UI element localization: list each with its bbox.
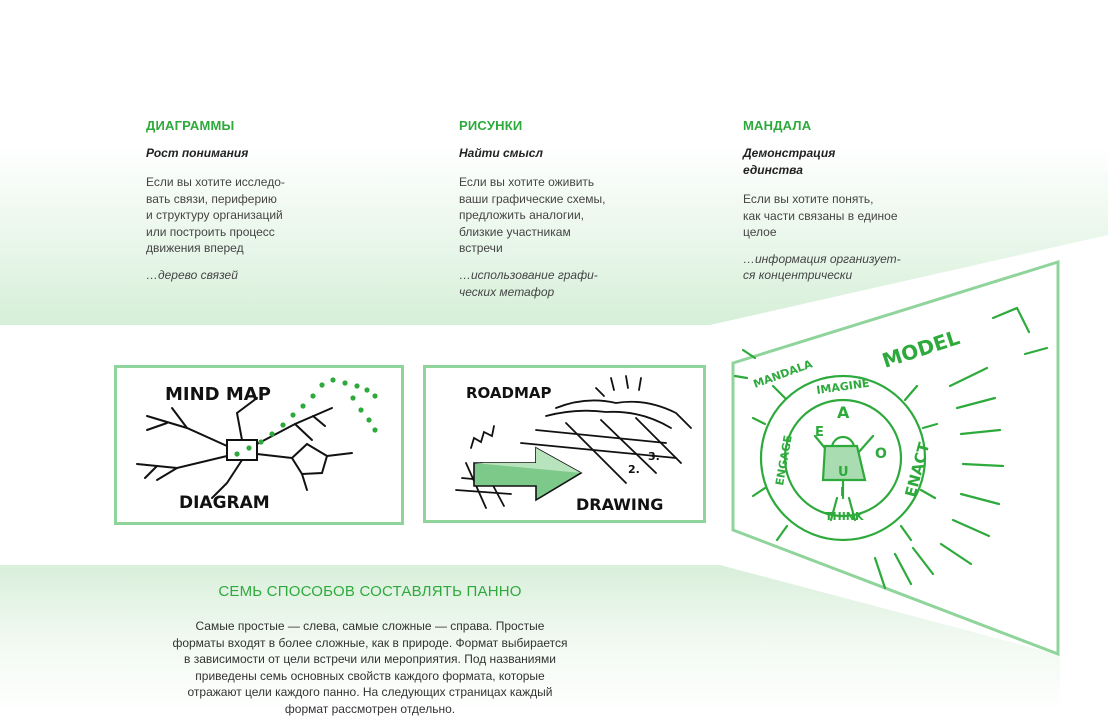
column-body: Если вы хотите исследо- вать связи, пери… xyxy=(146,175,285,256)
mindmap-sketch: MIND MAP DIAGRAM xyxy=(136,377,378,513)
mindmap-title-text: MIND MAP xyxy=(165,384,271,405)
roadmap-sketch-frame: ROADMAP DRAWING 3. 2. xyxy=(423,365,706,523)
column-diagrams: ДИАГРАММЫ Рост понимания Если вы хотите … xyxy=(146,118,336,284)
svg-text:2.: 2. xyxy=(628,463,640,476)
section-body: Самые простые — слева, самые сложные — с… xyxy=(172,619,568,716)
column-title: МАНДАЛА xyxy=(743,118,812,133)
column-subtitle: Найти смысл xyxy=(459,146,543,160)
mandala-e-text: E xyxy=(815,425,824,440)
column-subtitle: Рост понимания xyxy=(146,146,249,160)
column-note: …использование графи- ческих метафор xyxy=(459,267,598,299)
column-note: …дерево связей xyxy=(146,267,238,282)
mandala-frame xyxy=(731,259,1060,657)
roadmap-caption-text: DRAWING xyxy=(576,495,663,514)
mindmap-caption-text: DIAGRAM xyxy=(179,493,270,513)
column-title: ДИАГРАММЫ xyxy=(146,118,235,133)
bottom-background-band xyxy=(0,565,1060,713)
roadmap-title-text: ROADMAP xyxy=(466,384,552,402)
mandala-o-text: O xyxy=(875,446,887,462)
mandala-i-text: I xyxy=(840,485,844,499)
mandala-sketch: MODEL MANDALA IMAGINE ENGAGE THINK ENACT… xyxy=(731,259,1060,657)
column-body: Если вы хотите понять, как части связаны… xyxy=(743,192,898,240)
column-title: РИСУНКИ xyxy=(459,118,523,133)
column-note: …информация организует- ся концентрическ… xyxy=(743,251,901,283)
mandala-think-text: THINK xyxy=(825,510,864,523)
mindmap-sketch-frame: MIND MAP DIAGRAM xyxy=(114,365,404,525)
roadmap-sketch: ROADMAP DRAWING 3. 2. xyxy=(455,375,692,514)
mandala-a-text: A xyxy=(837,403,850,422)
column-mandala: МАНДАЛА Демонстрация единства Если вы хо… xyxy=(743,118,913,284)
column-body: Если вы хотите оживить ваши графические … xyxy=(459,175,606,256)
svg-text:3.: 3. xyxy=(648,450,660,463)
column-subtitle: Демонстрация единства xyxy=(743,146,836,177)
mandala-u-text: U xyxy=(838,465,849,480)
column-drawings: РИСУНКИ Найти смысл Если вы хотите оживи… xyxy=(459,118,649,300)
section-title: СЕМЬ СПОСОБОВ СОСТАВЛЯТЬ ПАННО xyxy=(218,583,522,600)
top-background-band xyxy=(0,0,1108,325)
